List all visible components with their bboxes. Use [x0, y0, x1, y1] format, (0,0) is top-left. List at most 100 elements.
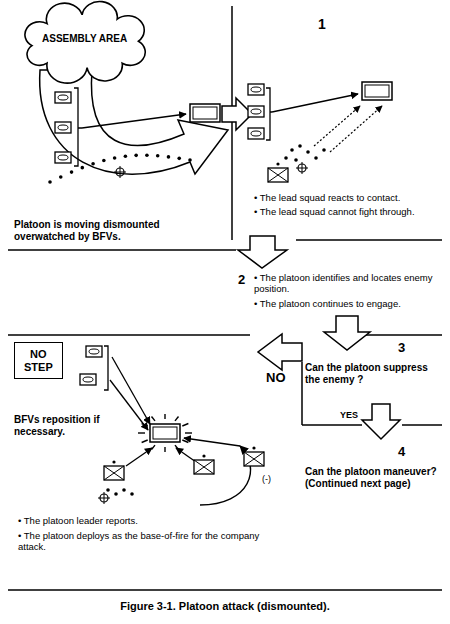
diagram-stroke [248, 84, 264, 95]
explosion-marks [138, 414, 192, 452]
bfv-symbol [248, 84, 264, 95]
panel-divider [8, 334, 250, 336]
diagram-stroke [248, 128, 264, 139]
diagram-stroke [182, 424, 188, 427]
diagram-stroke [175, 417, 179, 421]
node-text: ASSEMBLY AREA [42, 33, 127, 45]
diagram-stroke [251, 109, 261, 114]
diagram-stroke [124, 154, 128, 158]
diagram-stroke [113, 156, 117, 160]
panel-divider [8, 249, 236, 251]
diagram-stroke [188, 158, 192, 162]
flow-arrow [238, 236, 287, 268]
cloud-outline [25, 1, 145, 83]
diagram-stroke [55, 122, 71, 133]
diagram-stroke [248, 106, 264, 117]
diagram-stroke [294, 158, 298, 162]
bullet-note: • The lead squad cannot fight through. [254, 206, 444, 217]
enemy-position [362, 82, 392, 100]
step-number: 4 [398, 444, 405, 460]
diagram-stroke [298, 144, 302, 148]
branch-label: NO [266, 370, 286, 386]
panel-divider [301, 362, 303, 425]
diagram-stroke [86, 346, 102, 357]
decision-question: Can the platoon suppress the enemy ? [305, 362, 445, 386]
diagram-stroke [322, 148, 326, 152]
bfv-symbol [55, 152, 71, 163]
diagram-stroke [185, 432, 192, 433]
panel-divider [231, 6, 233, 240]
diagram-stroke [276, 162, 279, 165]
diagram-stroke [244, 452, 264, 466]
bfv-symbol [55, 122, 71, 133]
diagram-stroke [193, 107, 217, 119]
diagram-stroke [130, 492, 134, 496]
diagram-stroke [167, 155, 171, 159]
diagram-stroke [268, 168, 288, 182]
diagram-stroke [156, 154, 160, 158]
infantry-symbol [104, 460, 124, 480]
diagram-stroke [362, 82, 392, 100]
diagram-stroke [83, 377, 93, 382]
fire-arrow [126, 448, 152, 466]
bullet-note: • The platoon continues to engage. [254, 298, 444, 309]
diagram-stroke [164, 447, 165, 452]
fire-arrow [82, 114, 186, 128]
diagram-stroke [134, 154, 138, 158]
movement-arrow [40, 70, 228, 174]
node-text: NO STEP [24, 348, 53, 373]
diagram-stroke [70, 170, 74, 174]
diagram-stroke [114, 166, 126, 178]
maneuver-arrow [200, 446, 251, 505]
no-arrow [258, 334, 302, 370]
diagram-stroke [177, 157, 181, 161]
panel-note: Platoon is moving dismounted overwatched… [14, 219, 219, 243]
diagram-stroke [194, 460, 214, 474]
diagram-stroke [153, 427, 177, 439]
leader-symbol [98, 492, 110, 504]
fire-arrow [272, 94, 358, 112]
bullet-note: • The platoon leader reports. [18, 515, 273, 526]
figure-caption: Figure 3-1. Platoon attack (dismounted). [0, 600, 450, 612]
group-bracket [74, 88, 82, 166]
diagram-stroke [202, 454, 205, 457]
fire-arrow [330, 106, 382, 152]
soldier-dots [48, 153, 192, 183]
infantry-symbol [268, 162, 288, 182]
diagram-stroke [89, 349, 99, 354]
panel-divider [302, 424, 362, 426]
diagram-stroke [122, 488, 126, 492]
diagram-stroke [55, 92, 71, 103]
panel-divider [8, 589, 442, 591]
leader-symbol [114, 166, 126, 178]
diagram-stroke [182, 440, 188, 443]
diagram-stroke [314, 156, 318, 160]
diagram-stroke [194, 460, 214, 474]
diagram-stroke [142, 440, 148, 443]
diagram-stroke [152, 417, 156, 421]
panel-divider [366, 334, 442, 336]
diagram-stroke [251, 131, 261, 136]
diagram-stroke [244, 452, 264, 466]
bullet-note: • The platoon deploys as the base-of-fir… [18, 530, 273, 553]
diagram-stroke [91, 162, 95, 166]
diagram-stroke [58, 125, 68, 130]
diagram-stroke [138, 432, 145, 433]
leader-symbol [296, 162, 308, 174]
step-number: 2 [238, 272, 245, 288]
diagram-stroke [104, 466, 124, 480]
bfv-symbol [80, 374, 96, 385]
diagram-stroke [152, 445, 156, 449]
infantry-symbol [244, 446, 264, 466]
diagram-stroke [98, 492, 110, 504]
flow-arrow [324, 316, 370, 350]
diagram-stroke [114, 492, 118, 496]
diagram-stroke [150, 424, 180, 442]
diagram-stroke [112, 460, 115, 463]
diagram-stroke [58, 95, 68, 100]
bfv-symbol [55, 92, 71, 103]
diagram-stroke [59, 175, 63, 179]
bfv-symbol [248, 106, 264, 117]
diagram-stroke [142, 424, 148, 427]
infantry-symbol [194, 454, 214, 474]
